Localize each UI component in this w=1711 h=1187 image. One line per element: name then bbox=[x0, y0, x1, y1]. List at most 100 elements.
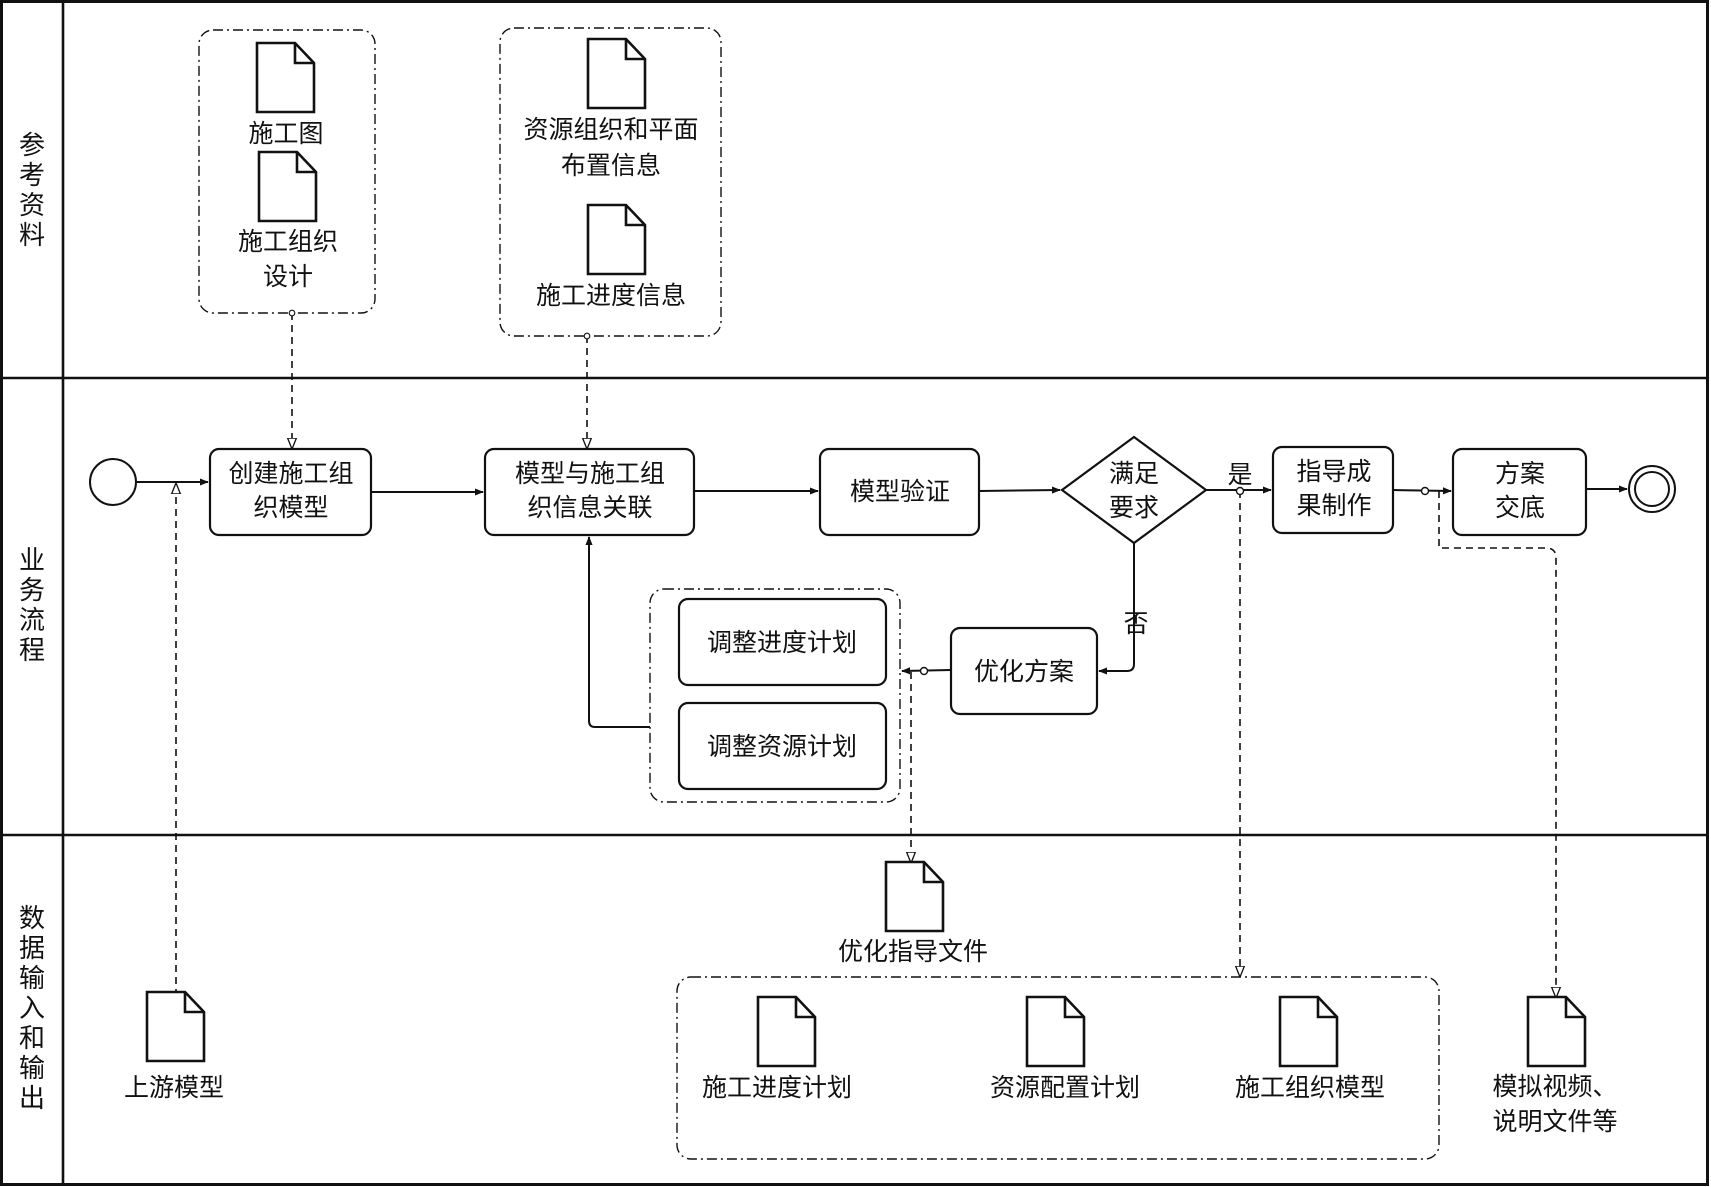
lane-title-char: 输 bbox=[19, 1054, 45, 1084]
document-icon[interactable] bbox=[145, 990, 206, 1063]
association-output-to-video bbox=[1438, 491, 1556, 997]
text-line: 调整资源计划 bbox=[707, 732, 857, 761]
text-line: 织模型 bbox=[253, 493, 328, 522]
document-icon[interactable] bbox=[255, 41, 316, 114]
lane-title-io: 数据输入和输出 bbox=[19, 904, 45, 1114]
document-icon[interactable] bbox=[756, 995, 817, 1068]
lane-title-char: 据 bbox=[19, 934, 45, 964]
gateway-yes-label: 是 bbox=[1227, 460, 1252, 489]
task-optimize-label: 优化方案 bbox=[974, 657, 1074, 686]
flow-junction-dot bbox=[1235, 486, 1245, 496]
doc-label-resource-plan: 资源配置计划 bbox=[990, 1073, 1140, 1102]
task-adjust-schedule[interactable]: 调整进度计划 bbox=[677, 597, 888, 687]
doc-label-sim-video: 模拟视频、说明文件等 bbox=[1492, 1072, 1617, 1136]
text-line: 施工图 bbox=[248, 119, 323, 148]
text-line: 创建施工组 bbox=[228, 459, 353, 488]
lane-title-char: 务 bbox=[19, 576, 45, 606]
document-icon[interactable] bbox=[1278, 995, 1339, 1068]
lane-reference: 参考资料 bbox=[19, 131, 45, 251]
lane-title-process: 业务流程 bbox=[19, 546, 45, 666]
document-icon[interactable] bbox=[257, 150, 318, 223]
gateway-label: 满足要求 bbox=[1109, 459, 1159, 522]
task-create-model[interactable]: 创建施工组织模型 bbox=[208, 447, 373, 537]
doc-label-construction-drawing: 施工图 bbox=[248, 119, 323, 148]
text-line: 指导成 bbox=[1296, 457, 1371, 486]
text-line: 要求 bbox=[1109, 493, 1159, 522]
text-line: 织信息关联 bbox=[527, 493, 652, 522]
lane-title-char: 出 bbox=[19, 1084, 45, 1114]
task-link-info-label: 模型与施工组织信息关联 bbox=[515, 459, 665, 522]
lane-title-char: 输 bbox=[19, 964, 45, 994]
text-line: 模型验证 bbox=[850, 477, 950, 506]
task-validate-label: 模型验证 bbox=[850, 477, 950, 506]
lane-title-char: 入 bbox=[19, 994, 45, 1024]
text-line: 布置信息 bbox=[561, 151, 661, 180]
lane-title-char: 参 bbox=[19, 131, 45, 161]
text-line: 满足 bbox=[1109, 459, 1159, 488]
lane-title-char: 料 bbox=[19, 221, 45, 251]
lane-title-char: 数 bbox=[19, 904, 45, 934]
sim-video-doc[interactable]: 模拟视频、说明文件等 bbox=[1492, 995, 1618, 1136]
text-line: 施工进度计划 bbox=[702, 1073, 852, 1102]
text-line: 调整进度计划 bbox=[707, 628, 857, 657]
end-event[interactable] bbox=[1628, 465, 1676, 513]
flow-adjust-to-link bbox=[585, 536, 650, 728]
doc-label-resource-layout: 资源组织和平面布置信息 bbox=[523, 115, 698, 180]
task-optimize[interactable]: 优化方案 bbox=[949, 626, 1099, 716]
task-validate[interactable]: 模型验证 bbox=[818, 447, 981, 537]
doc-label-org-model: 施工组织模型 bbox=[1235, 1073, 1385, 1102]
text-line: 施工组织模型 bbox=[1235, 1073, 1385, 1102]
task-adjust-schedule-label: 调整进度计划 bbox=[707, 628, 857, 657]
task-disclose-label: 方案交底 bbox=[1495, 459, 1545, 522]
text-line: 说明文件等 bbox=[1492, 1107, 1617, 1136]
text-line: 施工进度信息 bbox=[536, 281, 686, 310]
gateway-meets-requirement[interactable]: 满足要求 bbox=[1060, 435, 1208, 545]
flow-junction-dot bbox=[1420, 486, 1430, 496]
text-line: 设计 bbox=[263, 262, 313, 291]
lane-process: 业务流程 bbox=[19, 546, 45, 666]
text-line: 资源组织和平面 bbox=[523, 115, 698, 144]
lane-title-char: 资 bbox=[19, 191, 45, 221]
document-icon[interactable] bbox=[1526, 995, 1587, 1068]
flow-validate-to-gateway bbox=[978, 486, 1061, 494]
text-line: 方案 bbox=[1495, 459, 1545, 488]
document-icon[interactable] bbox=[1025, 995, 1086, 1068]
lane-title-char: 考 bbox=[19, 161, 45, 191]
lane-title-char: 流 bbox=[19, 606, 45, 636]
reference-group-1: 施工图 施工组织设计 bbox=[198, 29, 376, 314]
optimization-guide-doc[interactable]: 优化指导文件 bbox=[838, 860, 988, 966]
adjust-group: 调整进度计划 调整资源计划 bbox=[649, 588, 901, 803]
task-make-output[interactable]: 指导成果制作 bbox=[1271, 445, 1395, 535]
doc-label-progress-info: 施工进度信息 bbox=[536, 281, 686, 310]
task-disclose[interactable]: 方案交底 bbox=[1451, 447, 1588, 537]
document-icon[interactable] bbox=[586, 37, 647, 110]
task-adjust-resource-label: 调整资源计划 bbox=[707, 732, 857, 761]
task-link-info[interactable]: 模型与施工组织信息关联 bbox=[483, 447, 696, 537]
text-line: 优化方案 bbox=[974, 657, 1074, 686]
gateway-no-label: 否 bbox=[1123, 609, 1148, 638]
flow-junction-dot bbox=[919, 666, 929, 676]
document-icon[interactable] bbox=[586, 203, 647, 276]
reference-group-2: 资源组织和平面布置信息 施工进度信息 bbox=[499, 27, 722, 337]
doc-label-org-design: 施工组织设计 bbox=[238, 227, 338, 291]
doc-label-schedule-plan: 施工进度计划 bbox=[702, 1073, 852, 1102]
task-make-output-label: 指导成果制作 bbox=[1296, 457, 1371, 520]
text-line: 上游模型 bbox=[124, 1073, 224, 1102]
task-create-model-label: 创建施工组织模型 bbox=[228, 459, 353, 522]
data-associations bbox=[176, 313, 1556, 997]
document-icon[interactable] bbox=[884, 860, 945, 933]
start-event[interactable] bbox=[89, 458, 137, 506]
task-adjust-resource[interactable]: 调整资源计划 bbox=[677, 701, 888, 791]
doc-label-optimization-guide: 优化指导文件 bbox=[838, 937, 988, 966]
upstream-model-doc[interactable]: 上游模型 bbox=[124, 990, 224, 1102]
text-line: 资源配置计划 bbox=[990, 1073, 1140, 1102]
flow-gateway-no-to-optimize bbox=[1098, 543, 1135, 675]
text-line: 施工组织 bbox=[238, 227, 338, 256]
text-line: 交底 bbox=[1495, 493, 1545, 522]
text-line: 模拟视频、 bbox=[1492, 1072, 1617, 1101]
lane-title-char: 程 bbox=[19, 636, 45, 666]
text-line: 模型与施工组 bbox=[515, 459, 665, 488]
text-line: 优化指导文件 bbox=[838, 937, 988, 966]
